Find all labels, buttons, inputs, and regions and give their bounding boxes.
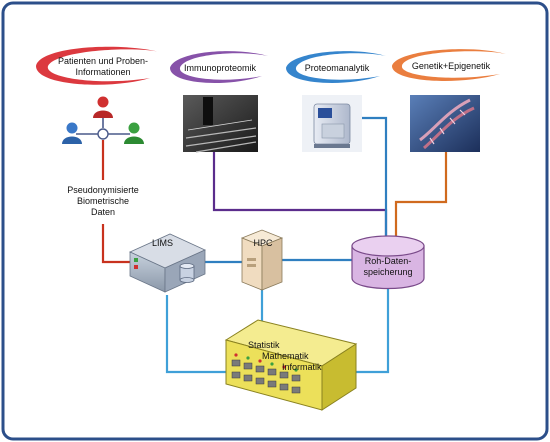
storage-label: Roh-Daten- speicherung	[352, 256, 424, 278]
person-red-icon	[93, 96, 113, 118]
lims-server-icon	[129, 233, 206, 293]
immuno-label: Immunoproteomik	[183, 63, 257, 73]
lims-database-icon	[179, 263, 195, 283]
immuno-swoosh	[170, 51, 268, 83]
network-switch-icon	[224, 319, 358, 411]
hpc-tower-icon	[240, 229, 284, 291]
line-storage-to-switch	[346, 282, 390, 374]
pseudonym-label-line3: Daten	[90, 207, 116, 217]
switch-label-line1: Statistik	[248, 340, 280, 350]
proteo-label: Proteomanalytik	[304, 63, 370, 73]
switch-label: Statistik Mathematik Informatik	[248, 340, 338, 373]
pseudonym-label-line1: Pseudonymisierte	[67, 185, 139, 195]
line-genetics-to-storage	[394, 152, 448, 236]
switch-label-line3: Informatik	[282, 362, 322, 372]
switch-leds	[234, 353, 298, 372]
proteo-swoosh	[286, 51, 386, 83]
genetics-swoosh	[392, 49, 506, 81]
lims-label: LIMS	[152, 238, 174, 248]
microarray-photo	[183, 95, 258, 153]
switch-ports	[231, 359, 301, 394]
genetics-label: Genetik+Epigenetik	[411, 61, 491, 71]
pseudonym-label: Pseudonymisierte Biometrische Daten	[58, 185, 148, 218]
patients-label: Patienten und Proben- Informationen	[48, 56, 158, 78]
patients-network-icon	[62, 96, 144, 144]
patients-label-line1: Patienten und Proben-	[57, 56, 149, 66]
person-blue-icon	[62, 122, 82, 144]
line-pseudonym-to-lims	[101, 224, 140, 264]
storage-label-line1: Roh-Daten-	[364, 256, 412, 266]
hpc-label: HPC	[253, 238, 273, 248]
dna-helix-photo	[410, 95, 480, 152]
storage-cylinder-icon	[351, 235, 425, 290]
storage-label-line2: speicherung	[363, 267, 413, 277]
switch-label-line2: Mathematik	[262, 351, 309, 361]
mass-spectrometer-photo	[302, 95, 362, 152]
patients-label-line2: Informationen	[75, 67, 131, 77]
pseudonym-label-line2: Biometrische	[76, 196, 130, 206]
person-green-icon	[124, 122, 144, 144]
line-lims-to-switch	[165, 295, 226, 374]
